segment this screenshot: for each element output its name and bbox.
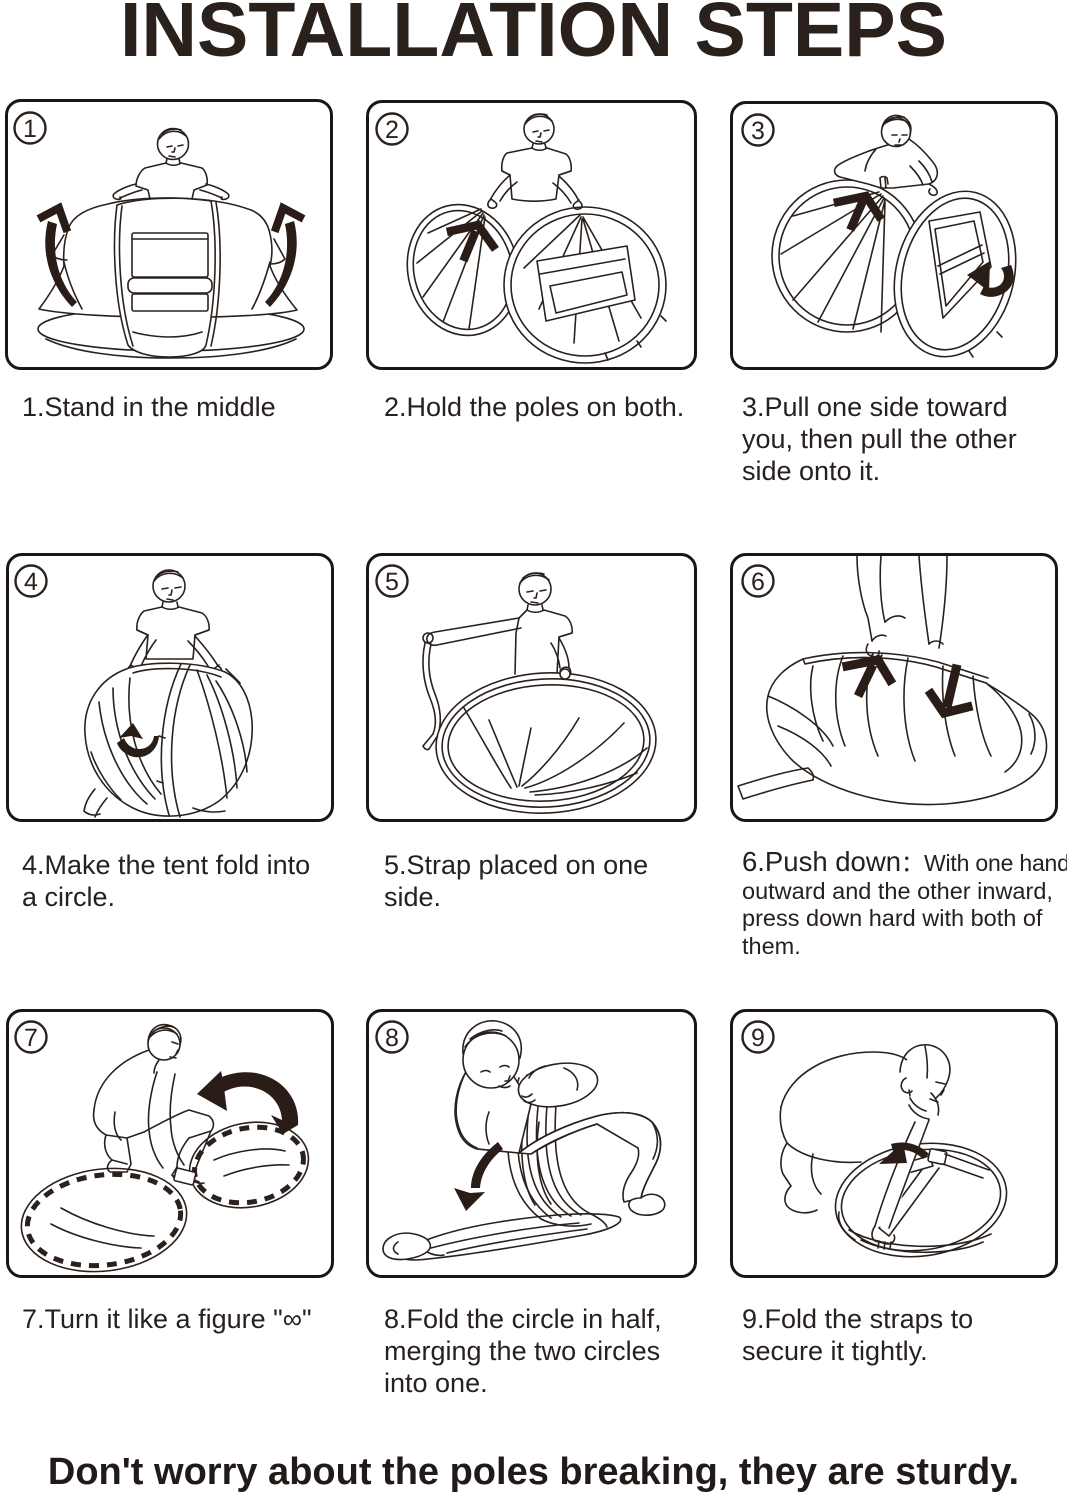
svg-text:3: 3 [751,117,765,145]
svg-text:9: 9 [751,1024,765,1052]
svg-text:6: 6 [751,568,765,596]
svg-text:2: 2 [385,116,399,144]
svg-text:4: 4 [24,568,38,596]
svg-text:8: 8 [385,1024,399,1052]
svg-text:7: 7 [24,1024,38,1052]
svg-text:1: 1 [23,115,37,143]
svg-text:5: 5 [385,568,399,596]
